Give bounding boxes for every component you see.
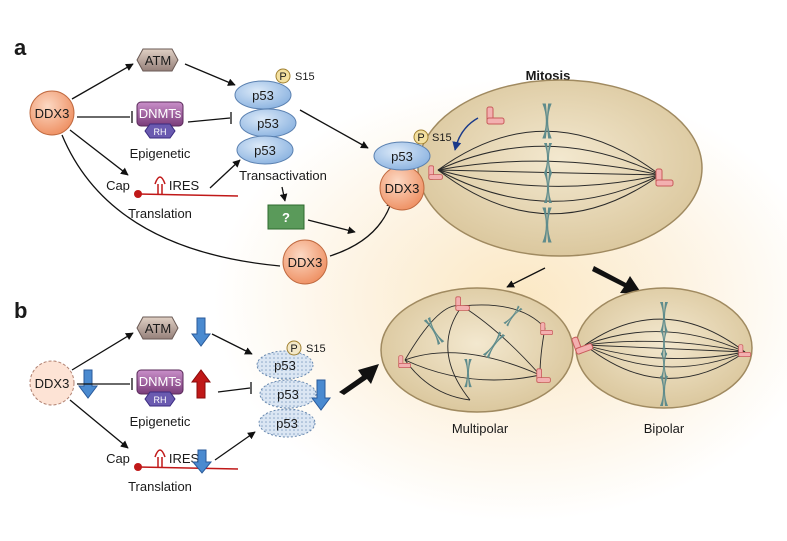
s15-b-label: S15 [306,343,326,355]
arrow-to-outcome-b [339,364,379,395]
ddx3-label: DDX3 [35,106,70,121]
phospho-complex [413,129,429,145]
p53-b-bottom [258,408,316,438]
panel-a-arrows [61,63,394,267]
atm-b-label: ATM [145,321,171,336]
panel-label-b: b [14,298,27,323]
ddx3-b-node [29,360,75,406]
panel-label-a: a [14,35,27,60]
atm-node [136,48,179,72]
cap-label: Cap [106,178,130,193]
p53-bottom [236,135,294,165]
p53-b-label-2: p53 [277,387,299,402]
p53-b-middle [259,379,317,409]
multipolar-label: Multipolar [452,421,509,436]
ires-label: IRES [169,178,200,193]
dnmts-b-label: DNMTs [139,374,182,389]
s15-label: S15 [295,71,315,83]
bipolar-label: Bipolar [644,421,685,436]
ddx3-b-label: DDX3 [35,376,70,391]
s15-complex-label: S15 [432,132,452,144]
p53-label-2: p53 [257,116,279,131]
phospho-b-circle [286,340,302,356]
dnmts-up-arrow [191,369,211,399]
atm-b-node [136,316,179,340]
atm-down-arrow [191,317,211,347]
rh-b-node [144,391,176,407]
rh-node [144,123,176,139]
rh-label: RH [154,127,167,137]
p53-complex [373,141,431,171]
p53-down-arrow [311,379,331,411]
p53-b-label-1: p53 [274,358,296,373]
translation-label: Translation [128,206,192,221]
mitosis-label: Mitosis [526,68,571,83]
mrna-line [137,193,239,197]
ddx3-node [29,90,75,136]
panel-b-arrows [69,332,256,461]
ddx3-complex-label: DDX3 [385,181,420,196]
ddx3-lower-label: DDX3 [288,255,323,270]
p53-label-3: p53 [254,143,276,158]
arrow-to-bipolar [592,266,642,294]
p53-b-label-3: p53 [276,416,298,431]
ires-down-arrow [191,449,213,474]
ddx3-lower-node [282,239,328,285]
phospho-label: P [279,71,286,83]
multipolar-cell [380,287,574,413]
mitosis-cell [417,79,703,257]
epigenetic-label: Epigenetic [130,146,191,161]
arrow-to-multipolar [506,267,546,288]
atm-label: ATM [145,53,171,68]
question-label: ? [282,210,290,225]
ires-hairpin [154,176,166,194]
cap-b-label: Cap [106,451,130,466]
phospho-complex-label: P [417,132,424,144]
question-box [267,204,305,230]
centrosome-arrow [452,117,479,151]
p53-complex-label: p53 [391,149,413,164]
translation-b-label: Translation [128,479,192,494]
transactivation-label: Transactivation [239,168,327,183]
phospho-circle [275,68,291,84]
ires-b-hairpin [154,449,166,467]
p53-b-top [256,350,314,380]
epigenetic-b-label: Epigenetic [130,414,191,429]
ires-b-label: IRES [169,451,200,466]
p53-label-1: p53 [252,88,274,103]
dnmts-label: DNMTs [139,106,182,121]
mrna-b-line [137,466,239,470]
phospho-b-label: P [290,343,297,355]
rh-b-label: RH [154,395,167,405]
